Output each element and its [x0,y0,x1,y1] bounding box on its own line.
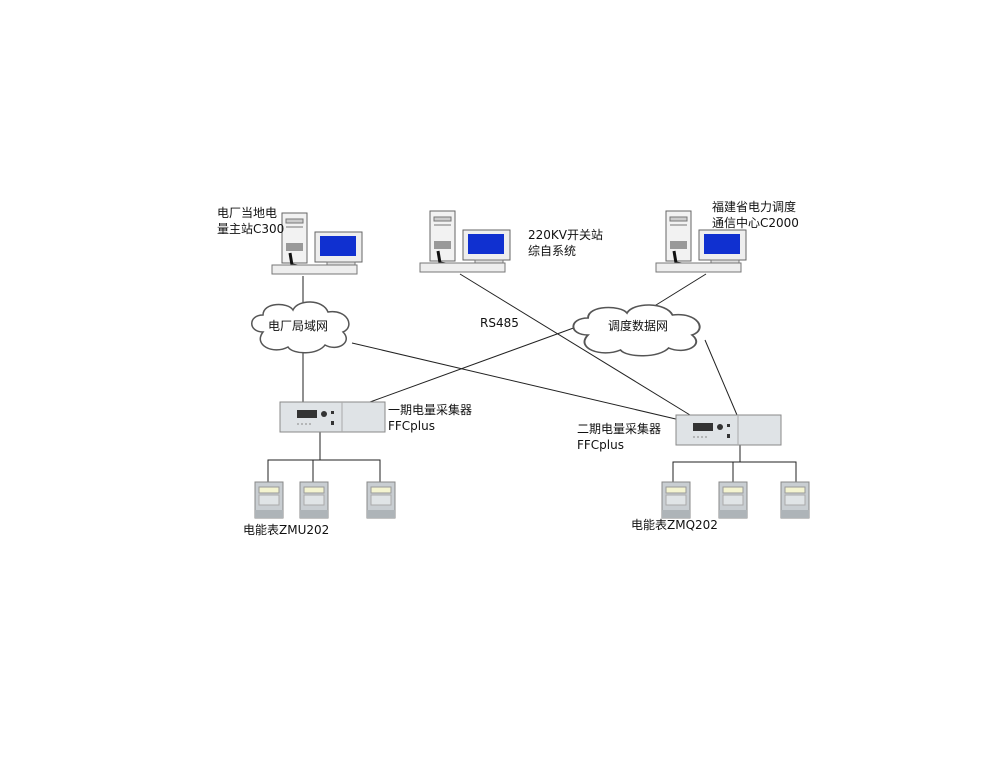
meters2-label: 电能表ZMQ202 [631,518,718,532]
pc-local-station [270,211,364,276]
meter-2a [661,481,691,519]
meter-1c [366,481,396,519]
meter-1a [254,481,284,519]
collector-1 [279,401,386,433]
collector-2 [675,414,782,446]
cloud-lan-label: 电厂局域网 [268,319,329,333]
connection-lines [267,273,797,483]
meter-1b [299,481,329,519]
rs485-label: RS485 [480,316,519,330]
cloud-dispatch-label: 调度数据网 [608,319,669,333]
pc-local-label: 电厂当地电量主站C300 [217,206,285,236]
pc-dispatch-label: 福建省电力调度通信中心C2000 [712,200,799,230]
meters1-label: 电能表ZMU202 [243,523,330,537]
pc-switch-station [418,209,512,274]
meter-2b [718,481,748,519]
pc-switch-label: 220KV开关站综自系统 [528,228,603,258]
meter-2c [780,481,810,519]
